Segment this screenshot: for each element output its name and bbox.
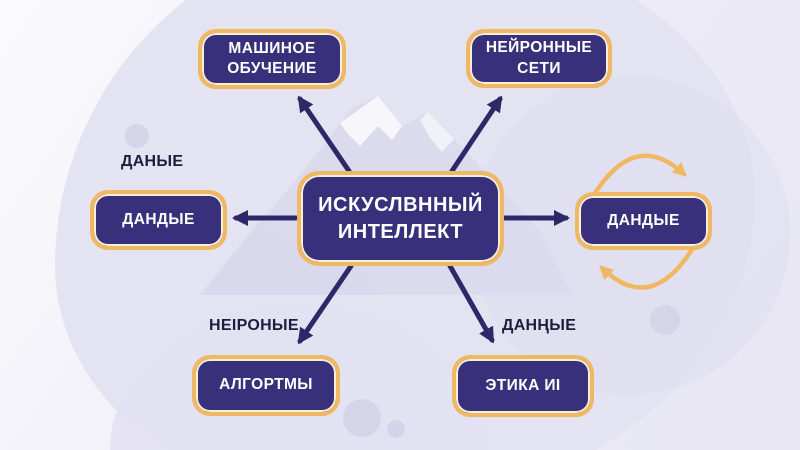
arrow-to-algorithms [297, 263, 354, 345]
connector-arrows [232, 95, 570, 345]
node-ai-ethics: ЭТИКА ИІ [452, 355, 594, 417]
node-algorithms: АЛГОРТМЫ [192, 355, 340, 416]
refresh-cycle-arrows-icon [589, 153, 697, 290]
background-dots [125, 124, 680, 438]
arrow-to-machine-learning [297, 95, 352, 174]
annotation-data-left: ДАНЫЕ [121, 153, 184, 170]
node-machine-learning: МАШИНОЕ ОБУЧЕНИЕ [198, 29, 346, 89]
node-data-right: ДАНДЫЕ [575, 192, 712, 250]
node-artificial-intelligence: ИСКУСЛВННЫЙ ИНТЕЛЛЕКТ [297, 171, 504, 266]
arrow-to-ai-ethics [447, 263, 495, 344]
annotation-algorithms: НЕІРОНЫЕ [209, 317, 299, 334]
node-neural-networks: НЕЙРОННЫЕ СЕТИ [466, 29, 612, 88]
annotation-ai-ethics: ДАНҢЫЕ [502, 317, 577, 334]
node-data-left: ДАНДЫЕ [90, 190, 227, 250]
arrow-to-neural-networks [449, 95, 503, 174]
